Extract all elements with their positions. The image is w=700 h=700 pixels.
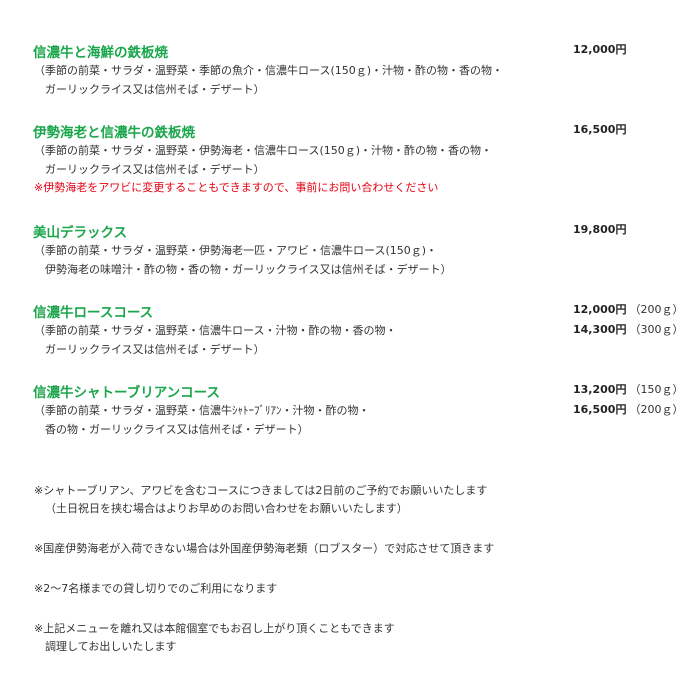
footnote: ※国産伊勢海老が入荷できない場合は外国産伊勢海老類（ロブスター）で対応させて頂き… [34, 540, 494, 558]
description-line: （季節の前菜・サラダ・温野菜・伊勢海老・信濃牛ロース(150ｇ)・汁物・酢の物・… [34, 144, 493, 157]
price-weight: （200ｇ） [629, 403, 684, 416]
course-description: （季節の前菜・サラダ・温野菜・伊勢海老一匹・アワビ・信濃牛ロース(150ｇ)・ … [34, 242, 452, 279]
footnote-subtext: 調理してお出しいたします [45, 640, 177, 653]
footnote: ※シャトーブリアン、アワビを含むコースにつきましては2日前のご予約でお願いいたし… [34, 482, 487, 518]
footnote-text: ※上記メニューを離れ又は本館個室でもお召し上がり頂くこともできます [34, 622, 395, 635]
footnote-text: ※シャトーブリアン、アワビを含むコースにつきましては2日前のご予約でお願いいたし… [34, 484, 488, 497]
description-line: （季節の前菜・サラダ・温野菜・信濃牛ｼｬﾄｰﾌﾞﾘｱﾝ・汁物・酢の物・ [34, 404, 370, 417]
price-row: 13,200円（150ｇ） [573, 381, 683, 401]
price-row: 12,000円（200ｇ） [573, 301, 683, 321]
price-row: 12,000円 [573, 41, 626, 61]
description-line: ガーリックライス又は信州そば・デザート） [45, 162, 265, 176]
course-description: （季節の前菜・サラダ・温野菜・伊勢海老・信濃牛ロース(150ｇ)・汁物・酢の物・… [34, 142, 492, 198]
course-prices: 12,000円 [573, 41, 626, 61]
course-prices: 12,000円（200ｇ） 14,300円（300ｇ） [573, 301, 683, 341]
course-title: 信濃牛ロースコース [33, 305, 154, 321]
course-title: 伊勢海老と信濃牛の鉄板焼 [33, 125, 195, 141]
course-description: （季節の前菜・サラダ・温野菜・信濃牛ロース・汁物・酢の物・香の物・ ガーリックラ… [34, 322, 396, 359]
description-line: ガーリックライス又は信州そば・デザート） [45, 342, 265, 356]
course-price: 16,500円 [573, 123, 627, 136]
description-line: 伊勢海老の味噌汁・酢の物・香の物・ガーリックライス又は信州そば・デザート） [45, 262, 452, 276]
course-title: 信濃牛と海鮮の鉄板焼 [33, 45, 168, 61]
warning-note: ※伊勢海老をアワビに変更することもできますので、事前にお問い合わせください [34, 181, 439, 194]
course-prices: 19,800円 [573, 221, 626, 241]
course-title: 信濃牛シャトーブリアンコース [33, 385, 220, 401]
footnote-text: ※2～7名様までの貸し切りでのご利用になります [34, 582, 278, 595]
course-price: 12,000円 [573, 303, 627, 316]
price-weight: （300ｇ） [629, 323, 684, 336]
course-price: 19,800円 [573, 223, 627, 236]
footnote-text: ※国産伊勢海老が入荷できない場合は外国産伊勢海老類（ロブスター）で対応させて頂き… [34, 542, 495, 555]
price-row: 19,800円 [573, 221, 626, 241]
course-price: 13,200円 [573, 383, 627, 396]
footnote-subtext: （土日祝日を挟む場合はよりお早めのお問い合わせをお願いいたします） [45, 502, 408, 515]
price-row: 16,500円 [573, 121, 626, 141]
price-row: 14,300円（300ｇ） [573, 321, 683, 341]
course-prices: 16,500円 [573, 121, 626, 141]
price-weight: （150ｇ） [629, 383, 684, 396]
description-line: 香の物・ガーリックライス又は信州そば・デザート） [45, 422, 309, 436]
price-weight: （200ｇ） [629, 303, 684, 316]
footnote: ※2～7名様までの貸し切りでのご利用になります [34, 580, 277, 598]
course-price: 14,300円 [573, 323, 627, 336]
course-title: 美山デラックス [33, 225, 128, 241]
course-price: 16,500円 [573, 403, 627, 416]
course-price: 12,000円 [573, 43, 627, 56]
description-line: （季節の前菜・サラダ・温野菜・季節の魚介・信濃牛ロース(150ｇ)・汁物・酢の物… [34, 64, 504, 77]
course-description: （季節の前菜・サラダ・温野菜・信濃牛ｼｬﾄｰﾌﾞﾘｱﾝ・汁物・酢の物・ 香の物・… [34, 402, 370, 439]
description-line: （季節の前菜・サラダ・温野菜・信濃牛ロース・汁物・酢の物・香の物・ [34, 324, 397, 337]
course-description: （季節の前菜・サラダ・温野菜・季節の魚介・信濃牛ロース(150ｇ)・汁物・酢の物… [34, 62, 503, 99]
description-line: （季節の前菜・サラダ・温野菜・伊勢海老一匹・アワビ・信濃牛ロース(150ｇ)・ [34, 244, 438, 257]
price-row: 16,500円（200ｇ） [573, 401, 683, 421]
footnote: ※上記メニューを離れ又は本館個室でもお召し上がり頂くこともできます 調理してお出… [34, 620, 395, 656]
description-line: ガーリックライス又は信州そば・デザート） [45, 82, 265, 96]
course-prices: 13,200円（150ｇ） 16,500円（200ｇ） [573, 381, 683, 421]
